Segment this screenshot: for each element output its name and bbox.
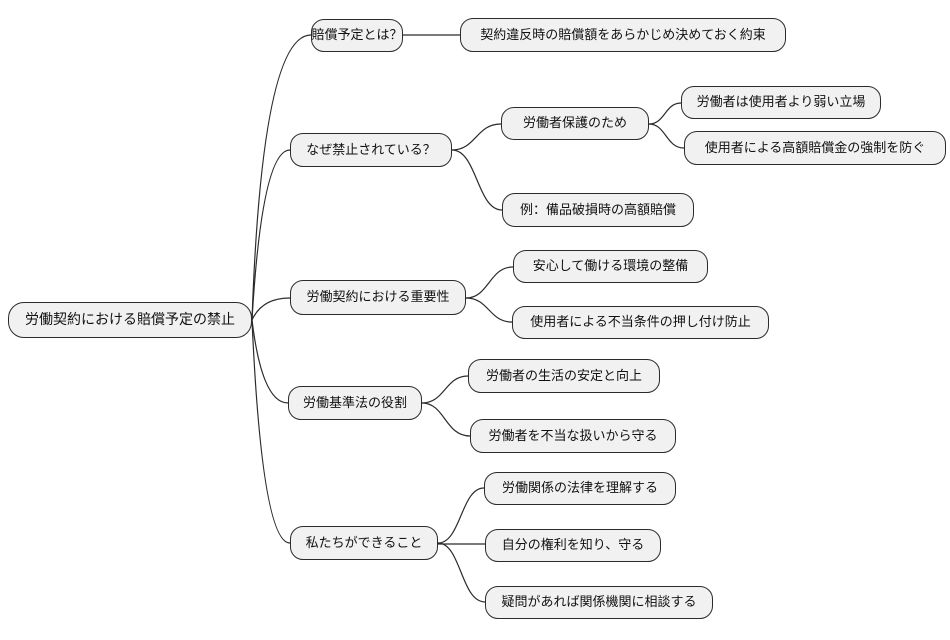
edge-standards-to-life-stability [421, 375, 469, 404]
node-know-your-rights: 自分の権利を知り、守る [485, 529, 661, 562]
edge-cando-to-consult-agencies [437, 542, 486, 603]
node-prevent-high-compensation: 使用者による高額賠償金の強制を防ぐ [684, 131, 946, 165]
node-example-equipment-damage: 例：備品破損時の高額賠償 [502, 193, 694, 227]
node-what-is-detail: 契約違反時の賠償額をあらかじめ決めておく約束 [460, 18, 786, 52]
edge-protection-to-prevent-high [648, 123, 685, 149]
node-root: 労働契約における賠償予定の禁止 [8, 302, 252, 338]
edge-root-to-labor-standards [251, 319, 289, 404]
edge-root-to-what-we-can-do [251, 319, 291, 544]
edge-importance-to-safe-environment [465, 266, 514, 299]
node-weaker-position: 労働者は使用者より弱い立場 [681, 86, 881, 119]
edge-root-to-why-prohibited [251, 149, 291, 321]
node-labor-standards-role: 労働基準法の役割 [288, 386, 422, 420]
node-what-we-can-do: 私たちができること [290, 526, 438, 560]
edge-cando-to-understand-laws [437, 487, 485, 544]
node-life-stability: 労働者の生活の安定と向上 [468, 359, 660, 393]
node-prevent-unfair-conditions: 使用者による不当条件の押し付け防止 [512, 306, 769, 339]
node-consult-agencies: 疑問があれば関係機関に相談する [485, 586, 713, 619]
node-what-is: 賠償予定とは？ [311, 19, 403, 52]
edge-root-to-importance [251, 297, 291, 321]
node-why-prohibited: なぜ禁止されている？ [290, 133, 452, 167]
node-importance-in-contract: 労働契約における重要性 [290, 280, 466, 315]
node-understand-labor-laws: 労働関係の法律を理解する [484, 472, 676, 505]
edge-root-to-what-is [251, 34, 312, 321]
node-safe-work-environment: 安心して働ける環境の整備 [513, 250, 708, 283]
edge-protection-to-weaker-position [648, 102, 682, 125]
edge-standards-to-protect-workers [421, 402, 471, 437]
node-protect-from-unfair-treatment: 労働者を不当な扱いから守る [470, 419, 676, 453]
node-worker-protection: 労働者保護のため [501, 107, 649, 140]
edge-why-to-example [451, 149, 503, 211]
edge-importance-to-prevent-unfair [465, 297, 513, 323]
edge-why-to-worker-protection [451, 123, 502, 151]
